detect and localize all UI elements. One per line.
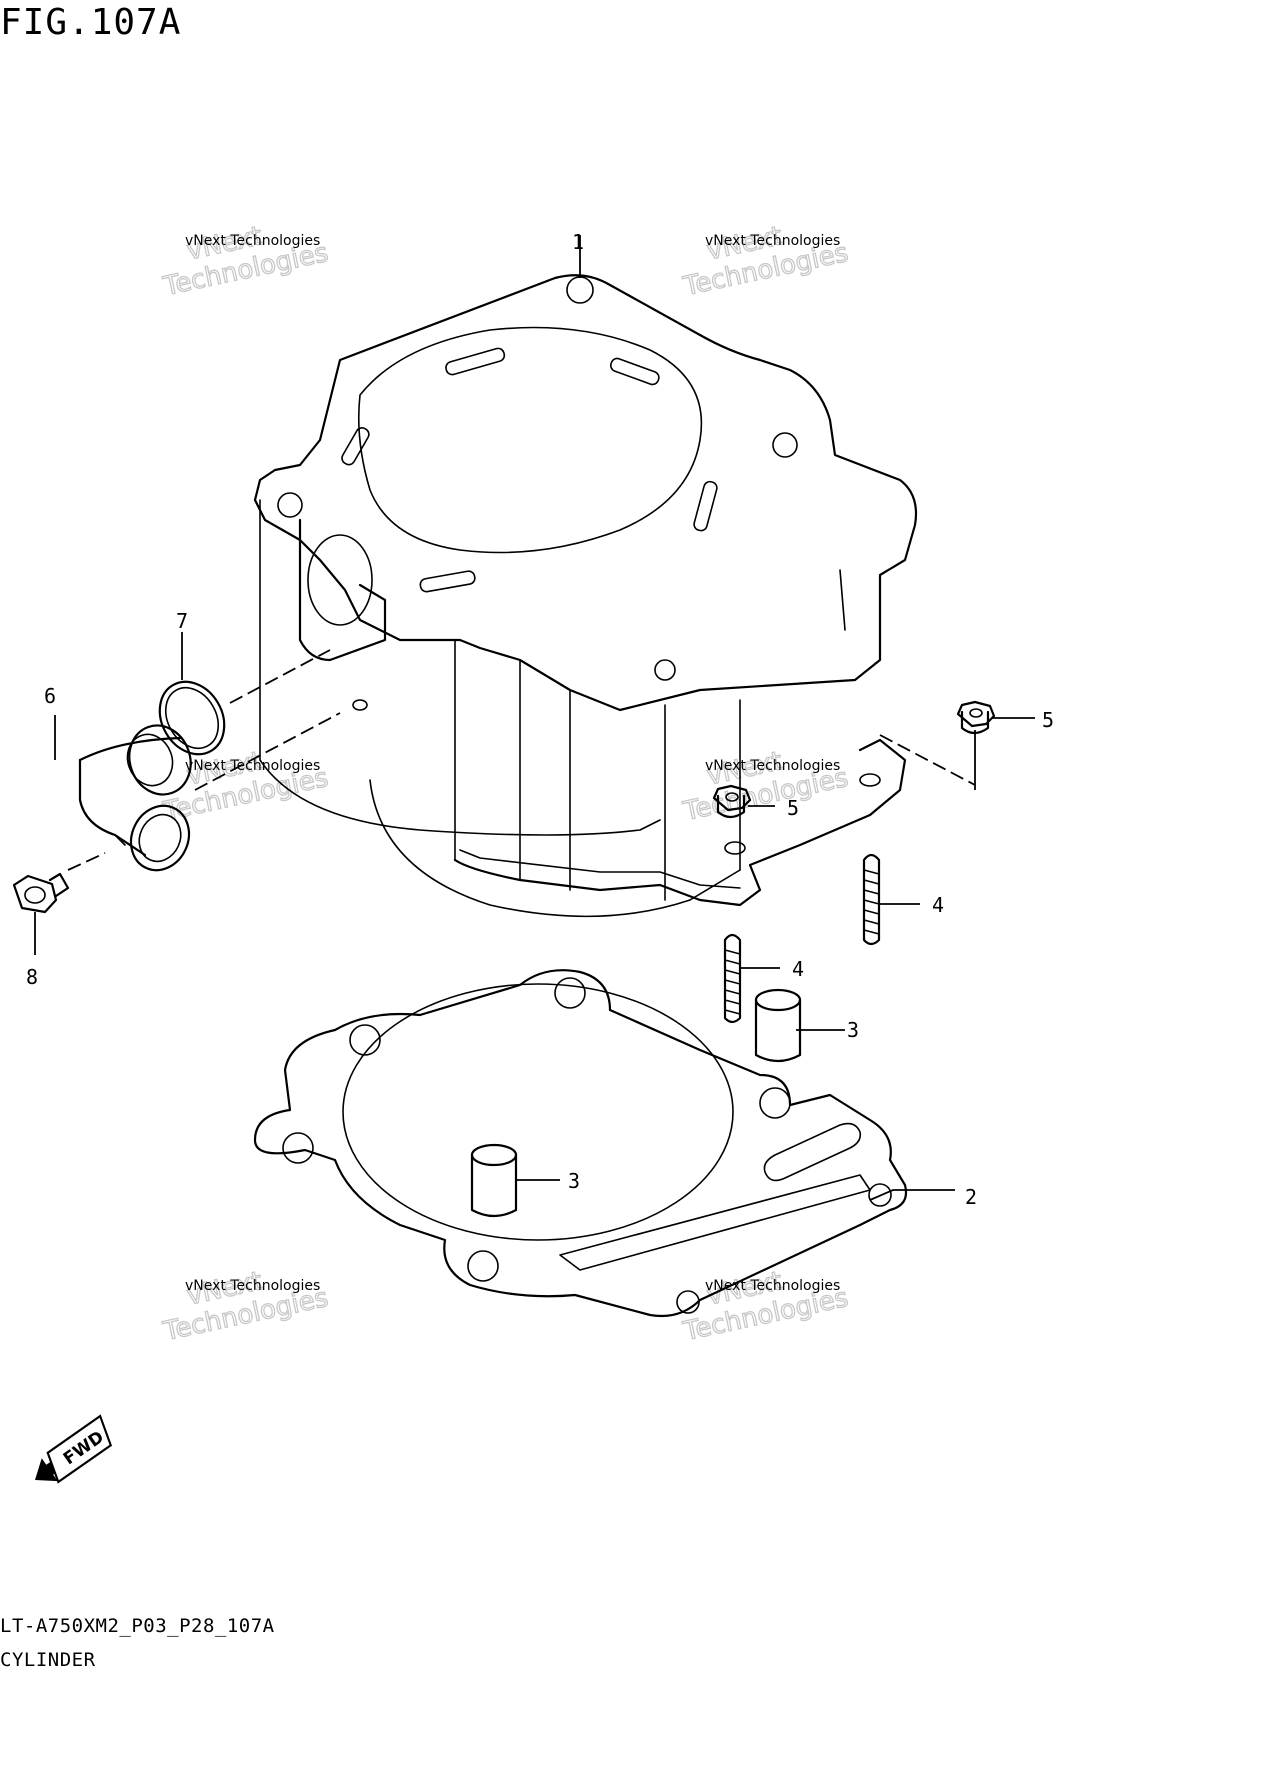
water-inlet-pipe (78, 724, 192, 872)
callout-5a: 5 (1042, 708, 1054, 732)
callout-8: 8 (26, 965, 38, 989)
fwd-arrow: FWD (35, 1414, 113, 1484)
cylinder-block (253, 274, 918, 918)
watermark-small-3: vNext Technologies (185, 758, 320, 774)
assembly-lines (67, 649, 976, 871)
cylinder-base-gasket (253, 969, 908, 1318)
watermark-small-4: vNext Technologies (705, 758, 840, 774)
callout-7: 7 (176, 609, 188, 633)
callout-5b: 5 (787, 796, 799, 820)
stud-bolt-left (723, 933, 742, 1024)
dowel-pin-upper (754, 988, 802, 1063)
watermark-small-6: vNext Technologies (705, 1278, 840, 1294)
callout-2: 2 (965, 1185, 977, 1209)
callout-6: 6 (44, 684, 56, 708)
callout-3a: 3 (847, 1018, 859, 1042)
bolt (12, 872, 70, 914)
section-name: CYLINDER (0, 1649, 96, 1671)
o-ring (158, 680, 226, 756)
callout-labels: 1 2 3 3 4 4 5 5 6 7 8 (26, 230, 1054, 1209)
watermark-small-5: vNext Technologies (185, 1278, 320, 1294)
callout-3b: 3 (568, 1169, 580, 1193)
callout-4b: 4 (932, 893, 944, 917)
stud-bolt-right (862, 853, 881, 946)
model-code: LT-A750XM2_P03_P28_107A (0, 1615, 275, 1637)
watermark-group: vNext Technologies vNext Technologies vN… (160, 221, 852, 1348)
watermark-small-2: vNext Technologies (705, 233, 840, 249)
callout-4a: 4 (792, 957, 804, 981)
callout-1: 1 (572, 230, 584, 254)
figure-title: FIG.107A (0, 2, 182, 43)
leader-lines (34, 235, 1035, 1201)
dowel-pin-lower (470, 1143, 518, 1218)
watermark-small-1: vNext Technologies (185, 233, 320, 249)
nut-lower (712, 784, 752, 819)
nut-upper (956, 700, 996, 735)
